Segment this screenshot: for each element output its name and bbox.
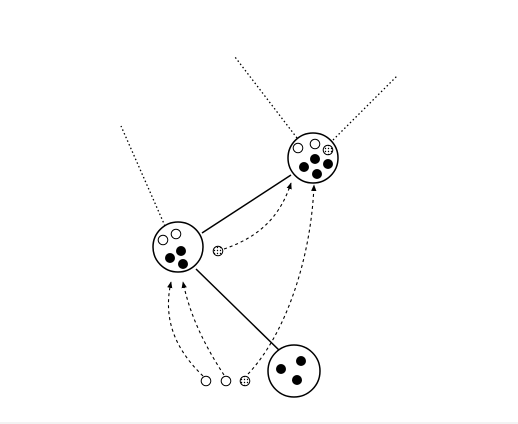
particle-filled [296,356,306,366]
particle-filled [276,364,286,374]
dashed-arrow-mid-to-top [223,182,292,250]
particle-filled [310,154,320,164]
node-top-right [287,132,339,184]
node-boundary [267,344,321,398]
dashed-arrow-bottom3-to-top [247,184,317,375]
dashed-arrows [167,182,317,377]
bottom-edge-strip [0,422,518,424]
dashed-arrow-bottom1-to-middle [167,281,204,377]
solid-link-middle-to-top [201,174,292,234]
particle-filled [292,375,302,385]
particle-empty [157,234,169,246]
particle-filled [299,162,309,172]
particle-empty [292,142,304,154]
free-particles [200,245,251,387]
node-bottom-right [267,344,321,398]
dotted-branches [120,56,398,227]
particle-empty [170,228,182,240]
solid-link-middle-to-bottom [195,268,283,354]
dashed-arrow-bottom2-to-middle [181,281,225,376]
free-particle-bottom-3 [239,375,251,387]
particle-filled [178,259,188,269]
free-particle-bottom-1 [200,375,212,387]
particle-filled [323,159,333,169]
dotted-branch-top-right-upper-right [332,75,398,141]
particle-filled [176,246,186,256]
free-particle-mid [212,245,224,257]
dotted-branch-top-right-upper-left [234,56,298,139]
particle-empty [309,138,321,150]
node-middle-left [152,221,204,273]
free-particle-bottom-2 [220,375,232,387]
particle-dotted [322,144,334,156]
particle-filled [165,253,175,263]
dotted-branch-middle-left-upper-left [120,125,166,227]
particle-filled [312,169,322,179]
solid-links [195,174,292,354]
